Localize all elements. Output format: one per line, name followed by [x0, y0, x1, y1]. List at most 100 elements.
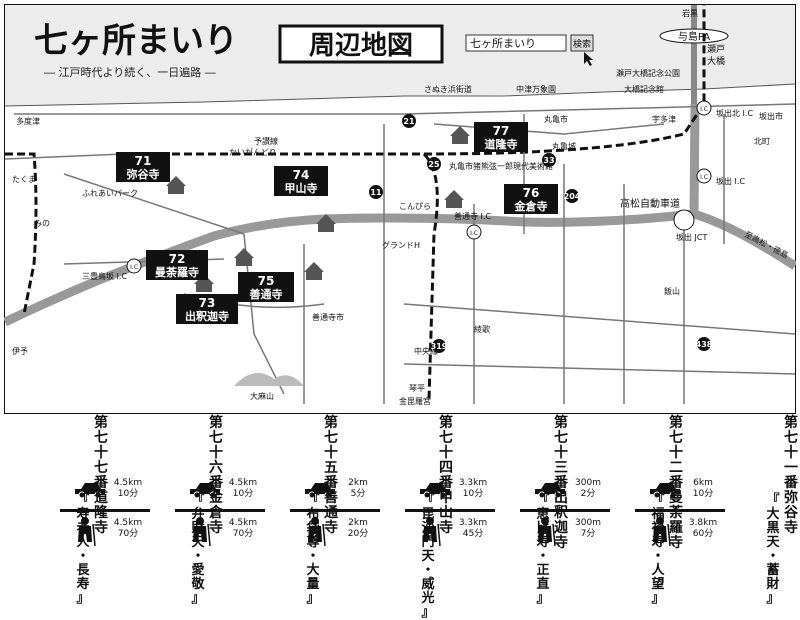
svg-text:204: 204	[564, 192, 581, 201]
svg-text:33: 33	[543, 156, 554, 165]
route-line	[175, 509, 265, 512]
label-sakaide-jct: 坂出 JCT	[676, 232, 707, 242]
walking-icon	[534, 516, 556, 547]
svg-text:甲山寺: 甲山寺	[285, 181, 318, 195]
label-sakaide-ic: 坂出 I.C	[716, 176, 745, 186]
temple-marker-75: 75 善通寺	[238, 272, 294, 302]
label-kitamachi: 北町	[754, 137, 770, 146]
label-zentsuji-city: 善通寺市	[312, 312, 344, 322]
route-order: 第七十四番甲山寺	[439, 415, 453, 536]
label-museum: 丸亀市猪熊弦一郎現代美術館	[449, 161, 553, 171]
svg-text:77: 77	[493, 124, 510, 138]
label-chuo-line: 中央線	[414, 346, 438, 356]
temple-marker-77: 77 道隆寺	[474, 122, 528, 152]
route-deity: 『寿老人・長寿』	[76, 493, 90, 606]
label-kinpira: 金毘羅宮	[399, 396, 431, 406]
walking-icon	[74, 516, 96, 547]
walking-icon	[304, 516, 326, 547]
label-kotohira: 琴平	[409, 384, 425, 393]
route-order: 第七十六番金倉寺	[209, 415, 223, 536]
label-fureai-park: ふれあいパーク	[82, 189, 138, 198]
label-marugame: 丸亀市	[544, 114, 568, 124]
label-seto-bridge: 瀬戸	[707, 43, 725, 55]
car-icon	[532, 480, 568, 500]
walking-icon	[649, 516, 671, 547]
label-utazu: 宇多津	[652, 114, 676, 124]
route-deity: 『弁財天・愛敬』	[191, 493, 205, 606]
label-konpira: こんぴら	[399, 202, 431, 211]
svg-text:75: 75	[258, 274, 275, 288]
label-yoshima-pa: 与島PA	[678, 30, 710, 43]
label-kaigandori: かいがんどり	[229, 147, 277, 157]
svg-text:曼荼羅寺: 曼荼羅寺	[155, 265, 199, 279]
label-mitoyo-ic: 三豊鳥坂 I.C	[82, 271, 127, 281]
label-yosan-line: 予讃線	[254, 136, 278, 146]
label-takamatsu-exp: 高松自動車道	[620, 197, 680, 210]
label-oasayama: 大麻山	[250, 391, 274, 401]
temple-marker-71: 71 弥谷寺	[116, 152, 170, 182]
route-order: 第七十五番善通寺	[324, 415, 338, 536]
label-seto-kinenkoen: 瀬戸大橋記念公園	[616, 68, 680, 78]
label-sakaide-kita-ic: 坂出北 I.C	[716, 108, 753, 118]
route-deity: 『毘沙門天・威光』	[421, 493, 435, 620]
car-icon	[187, 480, 223, 500]
svg-text:319: 319	[431, 342, 448, 351]
temple-marker-76: 76 金倉寺	[504, 184, 558, 214]
route-line	[405, 509, 495, 512]
site-title: 七ヶ所まいり	[34, 21, 238, 61]
svg-text:72: 72	[169, 252, 186, 266]
car-icon	[72, 480, 108, 500]
label-iyo: 伊予	[12, 346, 28, 356]
map-title: 周辺地図	[309, 31, 413, 61]
route-deity: 『恵比寿・正直』	[536, 493, 550, 606]
temple-marker-73: 73 出釈迦寺	[176, 294, 238, 324]
label-ohashi-kinenkan: 大橋記念館	[624, 84, 664, 94]
temple-marker-74: 74 甲山寺	[274, 166, 328, 196]
svg-text:11: 11	[370, 188, 382, 197]
svg-text:I.C: I.C	[130, 264, 138, 271]
search-button: 検索	[573, 38, 591, 50]
temple-markers: 71 弥谷寺 72 曼荼羅寺 73 出釈迦寺 74 甲山寺 75 善通寺 76 …	[116, 122, 558, 324]
area-map: 七ヶ所まいり ― 江戸時代より続く、一日遍路 ― 周辺地図 七ヶ所まいり 検索 …	[3, 4, 798, 414]
route-deity: 『大黒天・蓄財』	[766, 493, 780, 606]
route-deity: 『布袋尊・大量』	[306, 493, 320, 606]
svg-text:73: 73	[199, 296, 216, 310]
svg-text:大橋: 大橋	[707, 55, 725, 67]
label-ayauta: 綾歌	[474, 324, 490, 334]
route-line	[635, 509, 725, 512]
svg-text:74: 74	[293, 168, 310, 182]
svg-text:I.C: I.C	[470, 230, 478, 237]
route-step: 第七十七番道隆寺『寿老人・長寿』	[7, 416, 122, 606]
search-input: 七ヶ所まいり	[470, 37, 536, 50]
car-icon	[302, 480, 338, 500]
label-sakaide-city: 坂出市	[759, 111, 783, 121]
label-grand-hotel: グランドH	[382, 240, 420, 250]
route-deity: 『福禄寿・人望』	[651, 493, 665, 606]
svg-text:76: 76	[523, 186, 540, 200]
mountain-oasa	[234, 372, 304, 386]
cursor-icon	[584, 52, 593, 66]
svg-text:弥谷寺: 弥谷寺	[127, 167, 160, 181]
label-mino: みの	[34, 219, 50, 228]
svg-text:25: 25	[428, 160, 440, 169]
svg-text:I.C: I.C	[700, 174, 708, 181]
label-aisaka: 飯山	[664, 286, 680, 296]
